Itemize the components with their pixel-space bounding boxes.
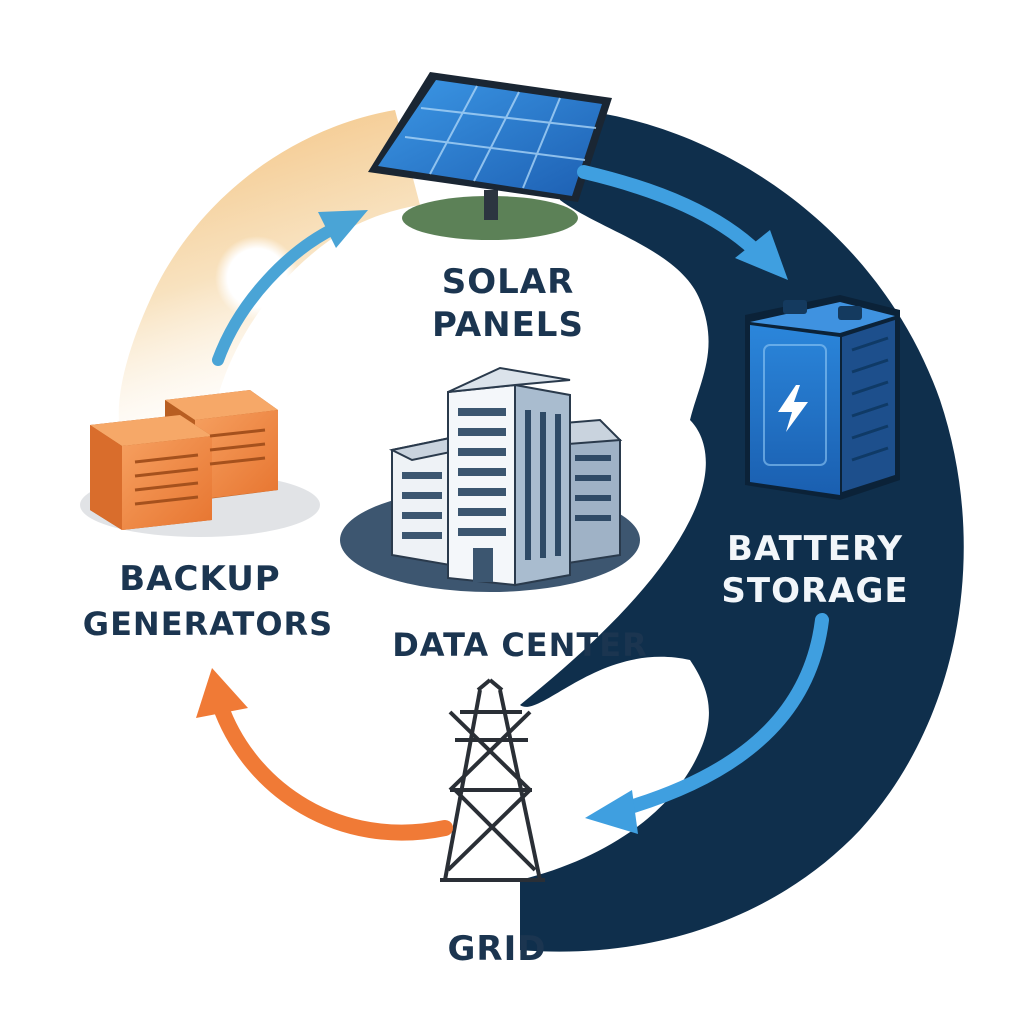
battery-icon [745, 295, 900, 500]
solar-label-line1: SOLAR [442, 262, 575, 302]
sun-icon [215, 236, 299, 320]
arrow-generators-to-solar [212, 210, 368, 366]
power-tower-icon [440, 678, 545, 882]
arrow-battery-to-grid [585, 613, 829, 834]
building-icon [340, 366, 640, 592]
battery-label-line2: STORAGE [721, 571, 908, 611]
generators-label-line2: GENERATORS [83, 605, 333, 643]
grid-label: GRID [448, 929, 547, 969]
generator-icon [80, 390, 320, 537]
solar-panel-icon [368, 72, 612, 240]
generators-label-line1: BACKUP [119, 559, 280, 599]
battery-label-line1: BATTERY [727, 529, 903, 569]
arrow-solar-to-battery [577, 165, 788, 280]
solar-label-line2: PANELS [432, 305, 584, 345]
datacenter-label: DATA CENTER [392, 626, 648, 664]
arrow-grid-to-generators [196, 668, 453, 841]
